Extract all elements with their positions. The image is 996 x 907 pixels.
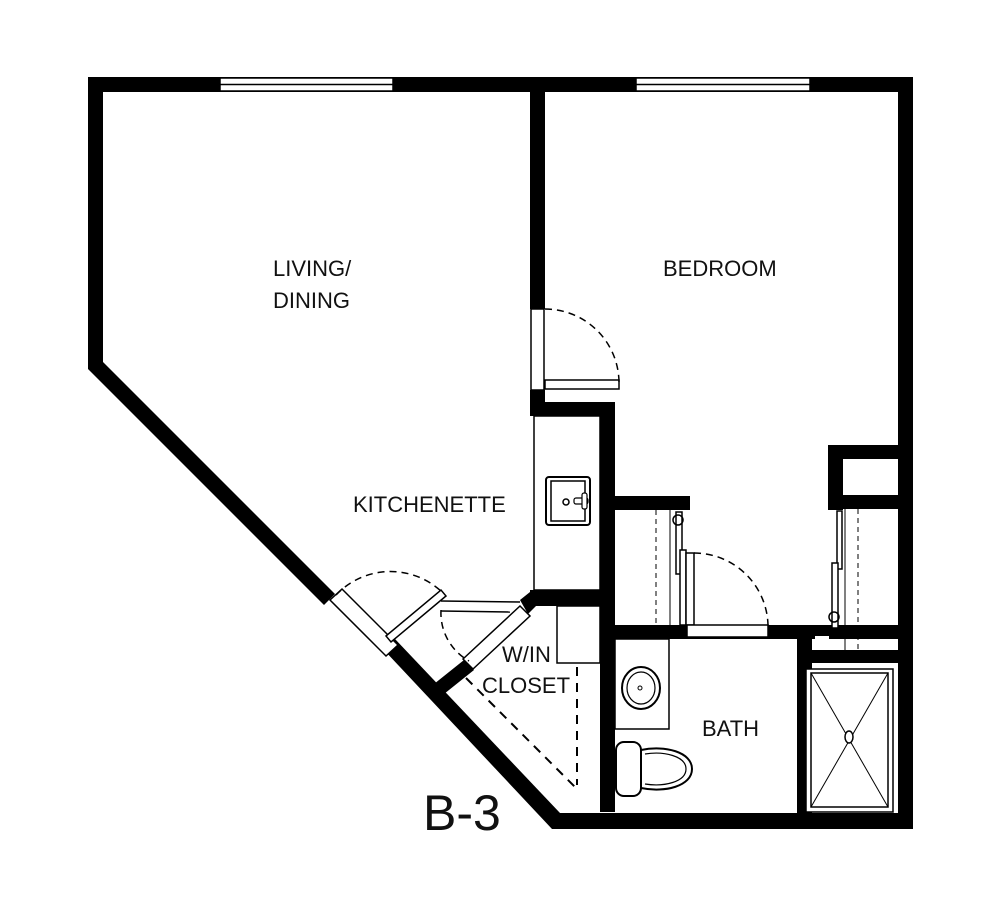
room-label-living: LIVING/ <box>273 256 352 281</box>
closet-right-bifold-door[interactable] <box>828 510 843 629</box>
room-label-bedroom: BEDROOM <box>663 256 777 281</box>
closet-right <box>844 509 859 650</box>
closet-partition-wall <box>434 660 474 694</box>
closet-left-bifold-door[interactable] <box>672 511 687 626</box>
room-label-kitchenette: KITCHENETTE <box>353 492 506 517</box>
entry-door[interactable] <box>328 570 448 658</box>
bedroom-door[interactable] <box>530 308 620 391</box>
closet-door[interactable] <box>440 600 532 671</box>
bath-vanity <box>614 638 670 730</box>
exterior-walls <box>88 77 913 829</box>
closet-shelf <box>556 605 601 664</box>
toilet-icon <box>615 741 694 797</box>
shower-icon <box>805 668 894 813</box>
closet-shelf-lines <box>465 667 578 788</box>
room-label-closet-1: W/IN <box>502 642 551 667</box>
room-label-bath: BATH <box>702 716 759 741</box>
closet-corner-wall <box>520 592 602 614</box>
unit-label: B-3 <box>423 785 501 841</box>
notch <box>815 636 829 646</box>
room-label-closet-2: CLOSET <box>482 673 570 698</box>
closet-left <box>655 510 671 625</box>
kitchen-sink-icon <box>545 476 591 526</box>
diagonal-wall-lower <box>384 639 560 829</box>
diagonal-wall-upper <box>88 362 335 605</box>
room-label-dining: DINING <box>273 288 350 313</box>
bath-door[interactable] <box>685 552 769 638</box>
window-bedroom <box>635 77 811 92</box>
window-living <box>219 77 394 92</box>
